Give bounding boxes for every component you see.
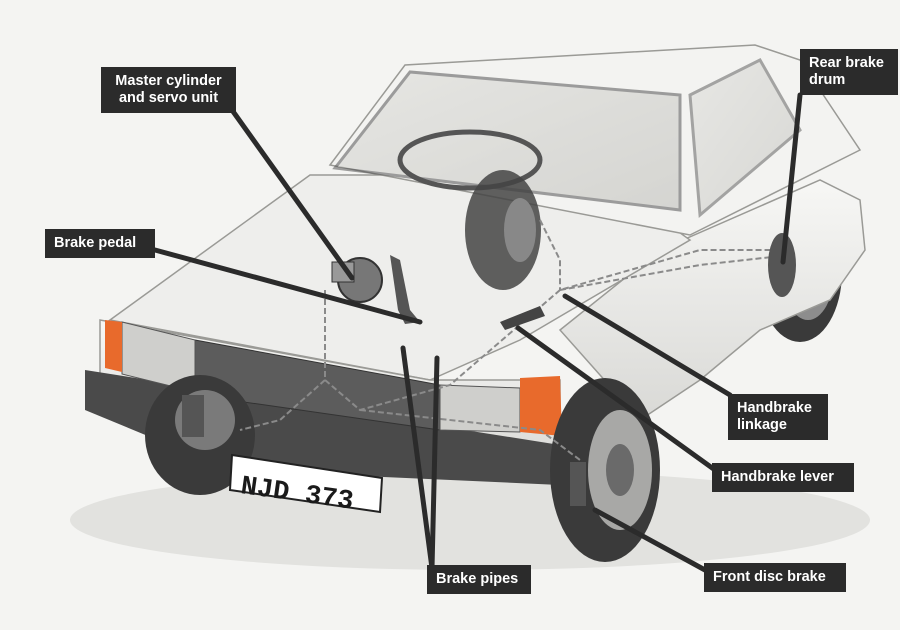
brake-pipe-network [239, 219, 791, 461]
leader-front-disc-brake [592, 507, 708, 573]
left-indicator [105, 320, 122, 372]
side-window [688, 58, 802, 219]
right-indicator [520, 376, 562, 436]
rear-left-wheel [465, 170, 541, 290]
leader-master-cylinder [229, 107, 355, 281]
handbrake-lever-part [500, 306, 545, 330]
windscreen [332, 70, 682, 212]
leader-brake-pipes-a [400, 345, 435, 571]
label-master-cylinder: Master cylinder and servo unit [101, 67, 236, 113]
leader-rear-brake-drum [780, 92, 803, 265]
front-right-wheel [550, 378, 660, 562]
label-brake-pipes: Brake pipes [427, 565, 531, 594]
label-rear-brake-drum: Rear brake drum [800, 49, 898, 95]
steering-wheel [397, 129, 543, 191]
leader-handbrake-linkage [562, 293, 733, 398]
label-front-disc-brake: Front disc brake [704, 563, 846, 592]
label-handbrake-linkage: Handbrake linkage [728, 394, 828, 440]
right-headlight [439, 384, 521, 433]
leader-handbrake-lever [515, 325, 718, 473]
leader-brake-pipes-b [429, 355, 440, 571]
rear-brake-drum-part [768, 233, 796, 297]
leader-brake-pedal [152, 247, 423, 325]
brake-pedal-arm [390, 255, 420, 324]
label-brake-pedal: Brake pedal [45, 229, 155, 258]
front-left-wheel [145, 375, 255, 495]
leader-lines [152, 92, 803, 573]
label-handbrake-lever: Handbrake lever [712, 463, 854, 492]
